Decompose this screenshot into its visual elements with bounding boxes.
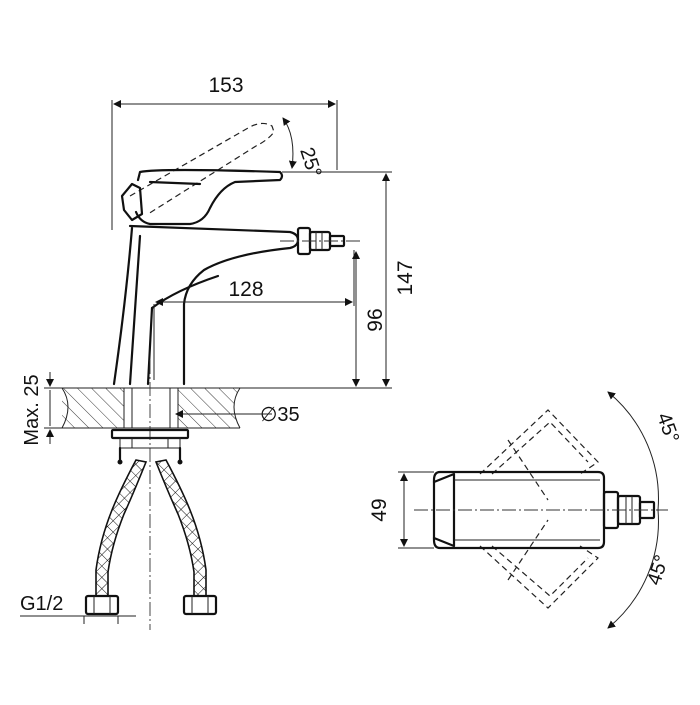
lever-swivel-upper [479,409,599,475]
dim-swivel-upper-label: 45° [652,410,683,446]
dim-thread: G1/2 [20,593,136,624]
dim-overall-width-label: 153 [208,74,243,97]
lever-swivel-lower [479,545,599,609]
dim-spout-reach: 128 [153,250,355,380]
flexible-hoses [95,459,207,597]
lever-handle [134,168,284,226]
lever-cap [120,182,144,222]
counter-section [61,360,241,630]
dim-spout-height: 96 [352,251,387,387]
dim-lever-angle-label: 25° [295,145,325,181]
dim-spout-reach-label: 128 [228,278,263,301]
top-view: 49 45° 45° [368,391,683,629]
dim-overall-height: 147 [240,171,417,389]
dim-max-thickness-label: Max. 25 [21,374,43,445]
front-view: 153 25° [20,74,417,630]
dim-spout-height-label: 96 [364,308,387,331]
dim-hole-diameter-label: ∅35 [260,404,300,426]
faucet-front-edge [112,226,134,386]
dim-overall-width: 153 [111,74,338,230]
dim-lever-angle: 25° [282,117,326,181]
dim-max-thickness: Max. 25 [21,372,62,446]
dim-overall-height-label: 147 [394,260,417,295]
dim-thread-label: G1/2 [20,593,63,615]
dim-body-width-label: 49 [368,498,391,521]
hose-nut-right [182,594,218,616]
dim-body-width: 49 [368,471,434,549]
dim-swivel-lower-label: 45° [643,552,673,588]
mounting-bracket [110,428,190,465]
dim-hole-diameter: ∅35 [175,404,300,426]
hose-nut-left [84,594,120,616]
lever-raised-outline [129,122,275,215]
bidet-nozzle [280,226,360,256]
